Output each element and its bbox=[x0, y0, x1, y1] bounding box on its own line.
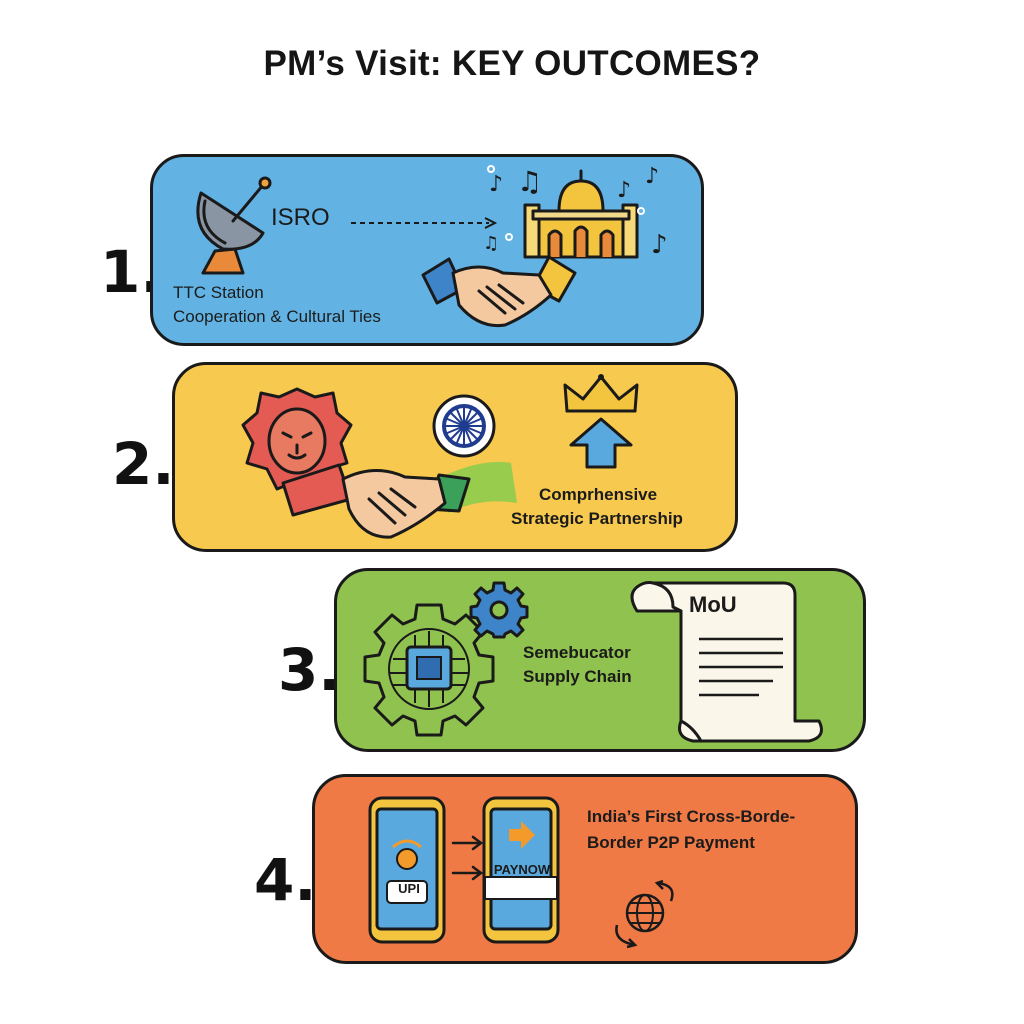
svg-text:♪: ♪ bbox=[651, 230, 668, 260]
globe-icon bbox=[615, 879, 674, 949]
svg-text:♪: ♪ bbox=[617, 178, 631, 203]
item-4-line2: Border P2P Payment bbox=[587, 833, 755, 852]
phone-icon-paynow bbox=[482, 796, 560, 944]
isro-label: ISRO bbox=[271, 204, 330, 231]
crown-icon bbox=[563, 374, 639, 413]
mou-label: MoU bbox=[689, 592, 737, 617]
page-title: PM’s Visit: KEY OUTCOMES? bbox=[263, 44, 761, 83]
temple-icon bbox=[523, 169, 639, 259]
satellite-dish-icon bbox=[196, 176, 272, 275]
item-1-line1: TTC Station bbox=[173, 283, 264, 302]
svg-text:♫: ♫ bbox=[517, 165, 542, 198]
up-arrow-icon bbox=[569, 417, 633, 469]
handshake-icon bbox=[421, 255, 577, 328]
item-4-line1: India’s First Cross-Borde- bbox=[587, 807, 796, 826]
svg-text:♪: ♪ bbox=[489, 172, 503, 197]
music-notes-icon: ♪ ♫ ♪ ♪ ♪ ♫ bbox=[483, 164, 668, 260]
item-number-2: 2. bbox=[112, 430, 175, 498]
scroll-icon bbox=[630, 581, 823, 743]
item-3-line1: Semebucator bbox=[523, 643, 631, 662]
outcome-card-2: Comprhensive Strategic Partnership bbox=[172, 362, 738, 552]
ashoka-chakra-icon bbox=[432, 394, 496, 458]
dashed-arrow-icon bbox=[351, 217, 498, 229]
item-3-line2: Supply Chain bbox=[523, 667, 632, 686]
outcome-card-1: ISRO ♪ ♫ ♪ ♪ ♪ ♫ TTC Station bbox=[150, 154, 704, 346]
paynow-label: PAYNOW bbox=[493, 862, 551, 877]
phone-icon-upi bbox=[368, 796, 446, 944]
handshake-icon-2 bbox=[281, 461, 517, 539]
item-number-3: 3. bbox=[278, 636, 341, 704]
svg-text:♪: ♪ bbox=[645, 164, 659, 189]
chip-gear-icon bbox=[363, 603, 495, 737]
item-2-line1: Comprhensive bbox=[539, 485, 658, 504]
item-2-line2: Strategic Partnership bbox=[511, 509, 683, 528]
arrow-icon bbox=[451, 835, 484, 881]
outcome-card-3: Semebucator Supply Chain MoU bbox=[334, 568, 866, 752]
item-1-line2: Cooperation & Cultural Ties bbox=[173, 307, 381, 326]
svg-text:♫: ♫ bbox=[483, 233, 499, 254]
upi-label: UPI bbox=[398, 881, 420, 896]
outcome-card-4: UPI PAYNOW India’s First Cross-Borde- Bo… bbox=[312, 774, 858, 964]
gear-icon bbox=[469, 581, 529, 639]
item-number-4: 4. bbox=[254, 846, 317, 914]
